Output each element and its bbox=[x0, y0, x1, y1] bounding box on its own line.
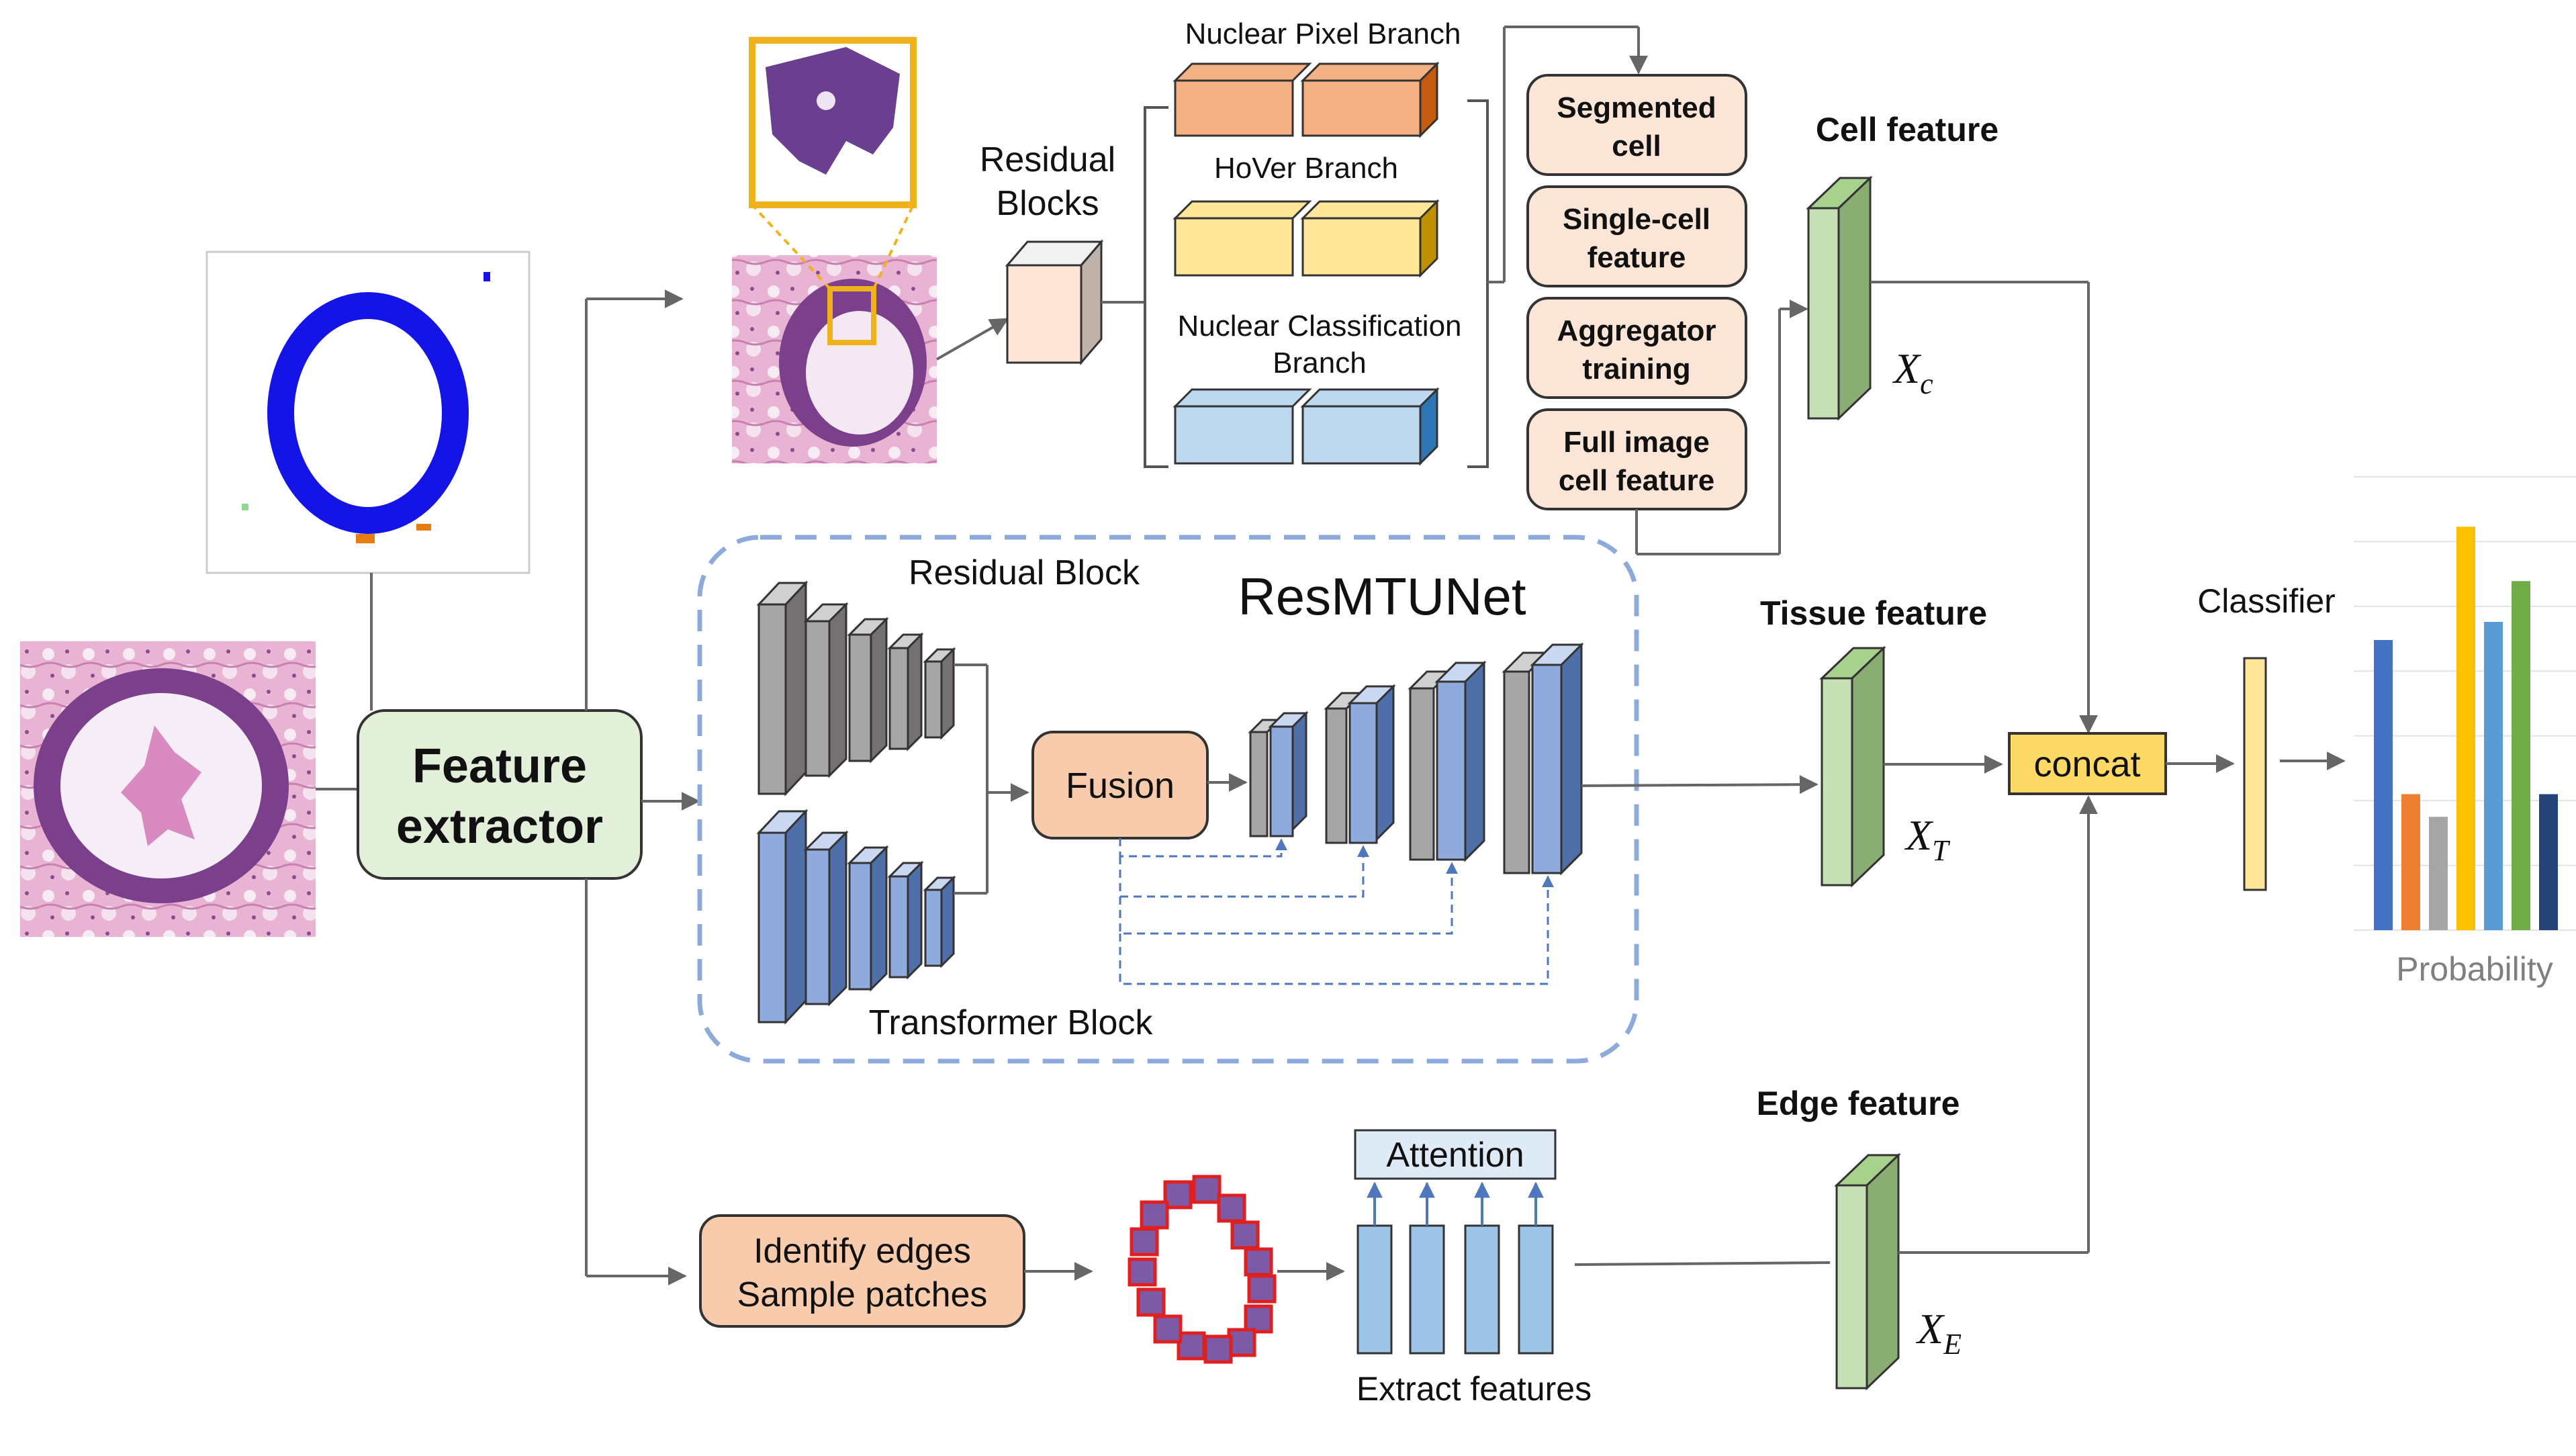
classification-branch-line2: Branch bbox=[1273, 347, 1366, 379]
nuclear-pixel-branch-blocks bbox=[1172, 61, 1440, 138]
step-aggregator-line1: Aggregator bbox=[1557, 314, 1716, 347]
identify-edges-line2: Sample patches bbox=[737, 1275, 988, 1314]
zoom-inset-image bbox=[749, 37, 917, 290]
fusion-box: Fusion bbox=[1031, 731, 1209, 839]
edge-patch-ring bbox=[1128, 1175, 1277, 1364]
extract-features-label: Extract features bbox=[1356, 1370, 1592, 1408]
resmtunet-title: ResMTUNet bbox=[1238, 567, 1526, 626]
hover-branch-label: HoVer Branch bbox=[1214, 152, 1398, 185]
transformer-block-label: Transformer Block bbox=[869, 1003, 1154, 1042]
step-segmented-line1: Segmented bbox=[1557, 91, 1716, 124]
step-segmented-line2: cell bbox=[1612, 130, 1661, 163]
step-segmented-cell: Segmented cell bbox=[1526, 74, 1747, 176]
attention-box: Attention bbox=[1354, 1129, 1557, 1180]
probability-chart bbox=[2354, 476, 2576, 931]
cell-feature-vector bbox=[1806, 175, 1873, 421]
residual-block-label: Residual Block bbox=[909, 553, 1140, 592]
step-full-image-line1: Full image bbox=[1563, 426, 1710, 459]
tissue-feature-title: Tissue feature bbox=[1760, 594, 1987, 632]
step-full-image-cell-feature: Full image cell feature bbox=[1526, 408, 1747, 510]
probability-bar bbox=[2429, 817, 2448, 930]
residual-encoder-stack bbox=[756, 580, 956, 797]
probability-bar bbox=[2512, 581, 2530, 930]
classification-branch-blocks bbox=[1172, 387, 1440, 466]
classifier-label: Classifier bbox=[2197, 582, 2336, 620]
attention-arrows bbox=[1367, 1181, 1544, 1226]
classifier-bar bbox=[2243, 657, 2267, 891]
skip-connections bbox=[1119, 838, 1554, 985]
cell-feature-symbol: Xc bbox=[1892, 345, 1933, 400]
step-aggregator-training: Aggregator training bbox=[1526, 297, 1747, 399]
edge-feature-symbol: XE bbox=[1915, 1305, 1962, 1361]
residual-blocks-line2: Blocks bbox=[996, 184, 1099, 223]
step-single-cell-line2: feature bbox=[1588, 241, 1686, 274]
decoder-stage-4 bbox=[1502, 642, 1584, 876]
attention-label: Attention bbox=[1386, 1136, 1524, 1175]
probability-bar bbox=[2401, 794, 2420, 930]
step-single-cell-line1: Single-cell bbox=[1563, 203, 1710, 236]
tissue-feature-vector bbox=[1819, 645, 1886, 888]
extract-feature-columns bbox=[1356, 1224, 1554, 1355]
feature-extractor-line2: extractor bbox=[396, 800, 603, 854]
feature-extractor-line1: Feature bbox=[412, 739, 587, 793]
identify-edges-box: Identify edges Sample patches bbox=[699, 1214, 1025, 1328]
tissue-feature-symbol: XT bbox=[1904, 811, 1951, 867]
residual-cube bbox=[1005, 238, 1104, 366]
resmtunet-container bbox=[697, 535, 1639, 1064]
decoder-stage-3 bbox=[1408, 660, 1487, 862]
edge-feature-title: Edge feature bbox=[1757, 1085, 1960, 1122]
segmentation-mask-image bbox=[205, 251, 531, 574]
cell-feature-title: Cell feature bbox=[1816, 111, 1998, 148]
edge-feature-vector bbox=[1834, 1152, 1901, 1391]
decoder-stage-2 bbox=[1324, 684, 1396, 844]
feature-extractor-box: Feature extractor bbox=[357, 709, 643, 880]
hover-branch-blocks bbox=[1172, 199, 1440, 278]
probability-bars bbox=[2374, 527, 2558, 930]
step-single-cell-feature: Single-cell feature bbox=[1526, 185, 1747, 287]
decoder-stage-1 bbox=[1248, 711, 1309, 837]
probability-bar bbox=[2456, 527, 2475, 930]
probability-label: Probability bbox=[2396, 950, 2552, 988]
probability-bar bbox=[2484, 622, 2503, 930]
fusion-label: Fusion bbox=[1066, 766, 1175, 806]
classification-branch-line1: Nuclear Classification bbox=[1177, 310, 1461, 343]
concat-box: concat bbox=[2008, 732, 2167, 795]
probability-bar bbox=[2539, 794, 2558, 930]
cell-patch-image bbox=[732, 255, 937, 463]
step-full-image-line2: cell feature bbox=[1559, 464, 1714, 497]
transformer-encoder-stack bbox=[756, 809, 956, 1025]
concat-label: concat bbox=[2033, 744, 2140, 784]
residual-blocks-line1: Residual bbox=[980, 140, 1115, 179]
nuclear-pixel-branch-label: Nuclear Pixel Branch bbox=[1185, 17, 1461, 50]
identify-edges-line1: Identify edges bbox=[753, 1232, 971, 1271]
step-aggregator-line2: training bbox=[1582, 353, 1690, 385]
input-histology-image bbox=[20, 641, 316, 937]
probability-bar bbox=[2374, 640, 2393, 930]
